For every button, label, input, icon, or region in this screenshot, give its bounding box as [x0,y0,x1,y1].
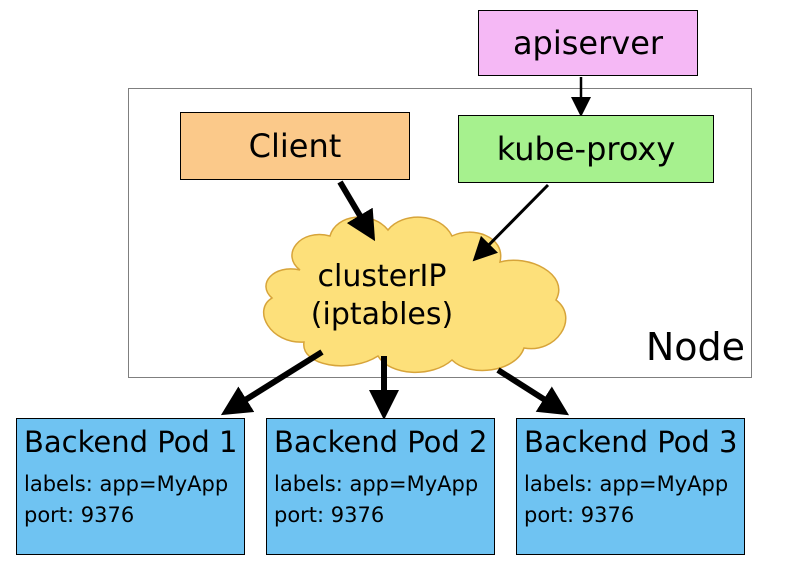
backend-pod-2: Backend Pod 2 labels: app=MyApp port: 93… [266,418,495,555]
arrow-clusterip-to-pod3 [496,367,570,416]
pod-labels: labels: app=MyApp [524,472,729,496]
cluster-ip-line2: (iptables) [310,297,454,332]
pod-title: Backend Pod 1 [24,425,238,459]
pod-port: port: 9376 [524,503,635,527]
arrow-client-to-clusterip [337,180,376,242]
kube-proxy-label: kube-proxy [496,130,676,168]
client-label: Client [248,127,342,165]
pod-port: port: 9376 [24,503,135,527]
pod-labels: labels: app=MyApp [24,472,229,496]
backend-pod-1: Backend Pod 1 labels: app=MyApp port: 93… [16,418,245,555]
pod-port: port: 9376 [274,503,385,527]
cluster-ip-label: clusterIP (iptables) [262,258,502,334]
node-label: Node [645,325,745,369]
cluster-ip-line1: clusterIP [317,259,447,294]
arrow-kubeproxy-to-clusterip [472,183,550,262]
arrow-clusterip-to-pod1 [220,349,324,416]
pod-title: Backend Pod 2 [274,425,488,459]
backend-pod-3: Backend Pod 3 labels: app=MyApp port: 93… [516,418,745,555]
client-box: Client [180,112,410,180]
kube-proxy-box: kube-proxy [458,115,714,183]
apiserver-box: apiserver [478,10,698,76]
pod-title: Backend Pod 3 [524,425,738,459]
pod-labels: labels: app=MyApp [274,472,479,496]
apiserver-label: apiserver [512,24,664,62]
